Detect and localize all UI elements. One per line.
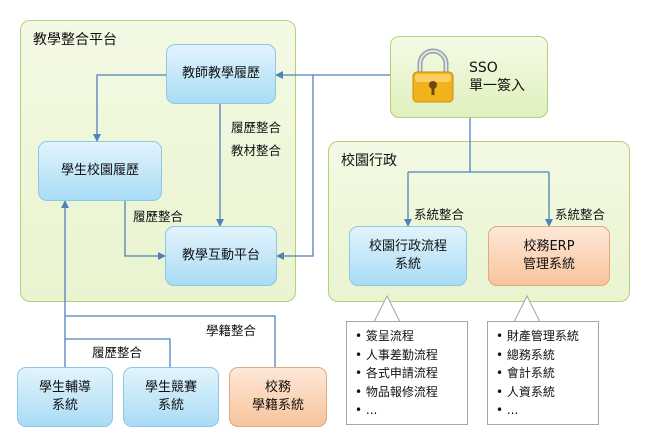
edge-label-resume-3: 履歷整合 <box>92 345 143 360</box>
list-item: 人資系統 <box>496 383 590 402</box>
list-item: 簽呈流程 <box>355 327 459 346</box>
edge-label-resume-2: 履歷整合 <box>133 209 184 224</box>
student-resume-node: 學生校園履歷 <box>38 141 162 201</box>
list-item: 物品報修流程 <box>355 383 459 402</box>
student-resume-label: 學生校園履歷 <box>60 163 139 178</box>
list-item: ... <box>355 401 459 420</box>
list-item: 人事差勤流程 <box>355 346 459 365</box>
edge-registry <box>65 315 276 367</box>
list-item: 會計系統 <box>496 364 590 383</box>
edge-label-system-1: 系統整合 <box>414 207 465 222</box>
registry-label-line2: 學籍系統 <box>251 398 304 413</box>
erp-label-line2: 管理系統 <box>522 257 575 272</box>
edge-label-resume-1: 履歷整合 <box>231 120 282 135</box>
edge-competition <box>65 338 171 367</box>
teacher-resume-node: 教師教學履歷 <box>166 44 276 104</box>
list-item: ... <box>496 401 590 420</box>
edge-teacher-student <box>93 71 173 142</box>
admin-flow-node: 校園行政流程 系統 <box>349 226 467 286</box>
teaching-platform-title: 教學整合平台 <box>33 32 117 48</box>
list-item: 總務系統 <box>496 346 590 365</box>
erp-list: 財產管理系統 總務系統 會計系統 人資系統 ... <box>496 327 590 420</box>
edge-label-system-2: 系統整合 <box>555 207 606 222</box>
admin-flow-list: 簽呈流程 人事差勤流程 各式申請流程 物品報修流程 ... <box>355 327 459 420</box>
registry-label-line1: 校務 <box>264 380 291 395</box>
callout-pointer-erp <box>513 294 541 323</box>
edge-label-material: 教材整合 <box>231 143 282 158</box>
edge-student-interactive <box>124 200 166 260</box>
edge-sso-interactive <box>276 75 314 260</box>
list-item: 財產管理系統 <box>496 327 590 346</box>
interactive-platform-label: 教學互動平台 <box>181 248 260 263</box>
list-item: 各式申請流程 <box>355 364 459 383</box>
counseling-label-line1: 學生輔導 <box>38 380 91 395</box>
erp-label-line1: 校務ERP <box>523 239 575 254</box>
sso-label-line2: 單一簽入 <box>469 78 525 94</box>
interactive-platform-node: 教學互動平台 <box>165 226 277 286</box>
sso-label-line1: SSO <box>469 60 498 76</box>
competition-label-line1: 學生競賽 <box>144 380 197 395</box>
callout-pointer-admin <box>373 294 401 323</box>
admin-flow-label-line1: 校園行政流程 <box>368 239 447 254</box>
teacher-resume-label: 教師教學履歷 <box>181 66 260 81</box>
competition-node: 學生競賽 系統 <box>123 367 219 427</box>
erp-node: 校務ERP 管理系統 <box>488 226 610 286</box>
erp-callout: 財產管理系統 總務系統 會計系統 人資系統 ... <box>487 321 599 425</box>
registry-node: 校務 學籍系統 <box>229 367 327 427</box>
competition-label-line2: 系統 <box>157 398 184 413</box>
admin-flow-callout: 簽呈流程 人事差勤流程 各式申請流程 物品報修流程 ... <box>346 321 468 425</box>
counseling-label-line2: 系統 <box>51 398 78 413</box>
counseling-node: 學生輔導 系統 <box>17 367 113 427</box>
campus-admin-title: 校園行政 <box>341 153 397 169</box>
edge-label-registry: 學籍整合 <box>206 323 257 338</box>
padlock-icon <box>412 48 454 103</box>
admin-flow-label-line2: 系統 <box>394 257 421 272</box>
